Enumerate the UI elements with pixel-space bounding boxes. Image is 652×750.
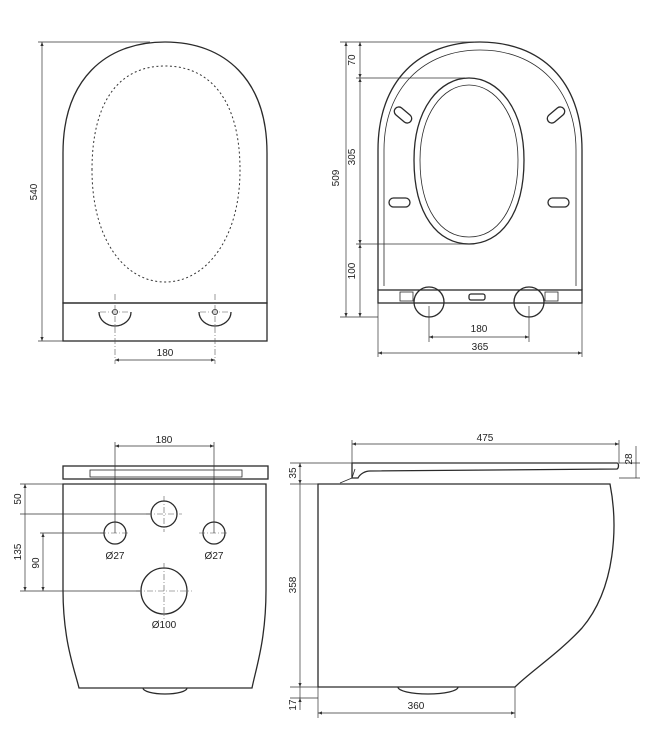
- dim-width-365: 365: [472, 342, 489, 353]
- arrowhead: [41, 533, 45, 537]
- arrowhead: [358, 313, 362, 317]
- view-top-seat: 70 305 100 509 180 365: [331, 41, 583, 357]
- dim-outer-height-135: 135: [13, 543, 24, 560]
- dim-top-offset-50: 50: [13, 493, 24, 505]
- arrowhead: [352, 442, 356, 446]
- arrowhead: [210, 444, 214, 448]
- dim-rear-100: 100: [347, 262, 358, 279]
- hinge-plate: [62, 302, 268, 342]
- hinge-right: [198, 294, 232, 364]
- arrowhead: [115, 358, 119, 362]
- dim-depth-360: 360: [408, 701, 425, 712]
- arrowhead: [358, 78, 362, 82]
- dim-opening-305: 305: [347, 148, 358, 165]
- dim-front-70: 70: [347, 54, 358, 66]
- arrowhead: [318, 711, 322, 715]
- arrowhead: [23, 587, 27, 591]
- hinge-left: [98, 294, 132, 364]
- arrowhead: [211, 358, 215, 362]
- arrowhead: [525, 335, 529, 339]
- dim-height-540: 540: [29, 183, 40, 200]
- seat-outline: [377, 41, 583, 290]
- arrowhead: [344, 42, 348, 46]
- dim-length-475: 475: [477, 433, 494, 444]
- lid-outline: [62, 41, 268, 304]
- seat-opening: [413, 77, 525, 245]
- arrowhead: [358, 240, 362, 244]
- bumper-top-right: [546, 106, 566, 124]
- arrowhead: [41, 587, 45, 591]
- arrowhead: [578, 351, 582, 355]
- dim-seat-hole-spacing-180: 180: [471, 324, 488, 335]
- dim-base-17: 17: [288, 699, 299, 711]
- view-side-profile: 475 28 35 358 17 360: [288, 433, 640, 718]
- arrowhead: [511, 711, 515, 715]
- arrowhead: [358, 42, 362, 46]
- arrowhead: [40, 337, 44, 341]
- arrowhead: [358, 74, 362, 78]
- dim-inner-height-90: 90: [31, 557, 42, 569]
- arrowhead: [23, 484, 27, 488]
- dim-gap-35: 35: [288, 467, 299, 479]
- arrowhead: [298, 698, 302, 702]
- arrowhead: [358, 244, 362, 248]
- seat-base-strip: [377, 289, 583, 304]
- dim-seat-28: 28: [624, 453, 635, 465]
- arrowhead: [615, 442, 619, 446]
- dim-hole-spacing-180: 180: [157, 348, 174, 359]
- arrowhead: [429, 335, 433, 339]
- dim-drain-100: Ø100: [152, 620, 177, 631]
- arrowhead: [298, 480, 302, 484]
- dim-bolt-right-27: Ø27: [205, 551, 224, 562]
- bumper-bottom-left: [388, 197, 411, 208]
- dim-overall-509: 509: [331, 169, 342, 186]
- arrowhead: [344, 313, 348, 317]
- bumper-bottom-right: [547, 197, 570, 208]
- rear-seat-top: [62, 465, 269, 480]
- arrowhead: [378, 351, 382, 355]
- dim-height-358: 358: [288, 576, 299, 593]
- dim-rear-hole-spacing-180: 180: [156, 435, 173, 446]
- side-body-outline: [317, 483, 615, 688]
- bumper-top-left: [393, 106, 413, 124]
- dim-bolt-left-27: Ø27: [106, 551, 125, 562]
- dimension-arrowheads: [23, 42, 619, 715]
- lid-dashed-inner: [91, 65, 241, 283]
- arrowhead: [40, 42, 44, 46]
- arrowhead: [298, 463, 302, 467]
- rear-body-outline: [62, 483, 267, 689]
- view-rear-mounting: 180 50 135 90 Ø27 Ø27 Ø100: [13, 435, 269, 695]
- arrowhead: [298, 683, 302, 687]
- view-top-lid: 540 180: [29, 41, 268, 364]
- arrowhead: [115, 444, 119, 448]
- side-seat: [351, 462, 620, 479]
